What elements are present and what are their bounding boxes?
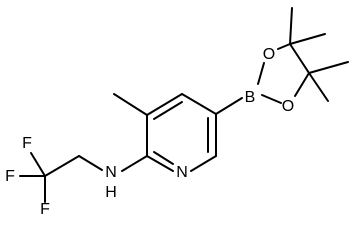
bond-b-o-bottom <box>261 94 282 104</box>
atom-label-fluorine-top: F <box>22 135 32 152</box>
molecule-structure-diagram: B O O N N H F F F <box>5 7 349 218</box>
atom-label-amine-nitrogen: N <box>105 164 117 181</box>
bond-methyl-top-left <box>289 7 293 45</box>
bond-c-f3 <box>30 152 46 177</box>
atom-label-fluorine-left: F <box>5 168 15 185</box>
atom-label-fluorine-bottom: F <box>40 201 50 218</box>
bond-ch2-cf3 <box>44 155 80 177</box>
bond-o-top-c <box>277 43 291 50</box>
pinacol-boronate <box>215 7 349 115</box>
bond-c2-nh <box>121 155 148 172</box>
double-bond-c3-c4 <box>153 101 183 120</box>
bond-c6-n1 <box>190 155 217 172</box>
pyridine-ring <box>146 93 217 172</box>
bond-methyl-top-right <box>289 33 326 45</box>
bond-o-bottom-c <box>294 72 310 97</box>
bond-methyl-bottom-down <box>308 72 329 102</box>
atom-label-boron: B <box>245 89 256 106</box>
atom-label-amine-hydrogen: H <box>105 184 117 201</box>
bond-c-c-ring <box>289 43 310 74</box>
bond-b-o-top <box>257 62 265 85</box>
bond-nh-ch2 <box>78 155 103 171</box>
double-bond-n1-c2 <box>153 151 174 165</box>
bond-n1-c2 <box>146 155 174 172</box>
atom-label-oxygen-top: O <box>263 46 275 63</box>
trifluoroethylamine-chain <box>19 152 148 203</box>
bond-c4-c5 <box>181 93 217 115</box>
atom-label-ring-nitrogen: N <box>176 164 188 181</box>
bond-c5-b <box>215 97 243 115</box>
bond-methyl-bottom-right <box>308 61 349 74</box>
methyl-bond <box>113 93 148 116</box>
atom-label-oxygen-bottom: O <box>282 98 294 115</box>
bond-c3-c4 <box>146 93 183 116</box>
